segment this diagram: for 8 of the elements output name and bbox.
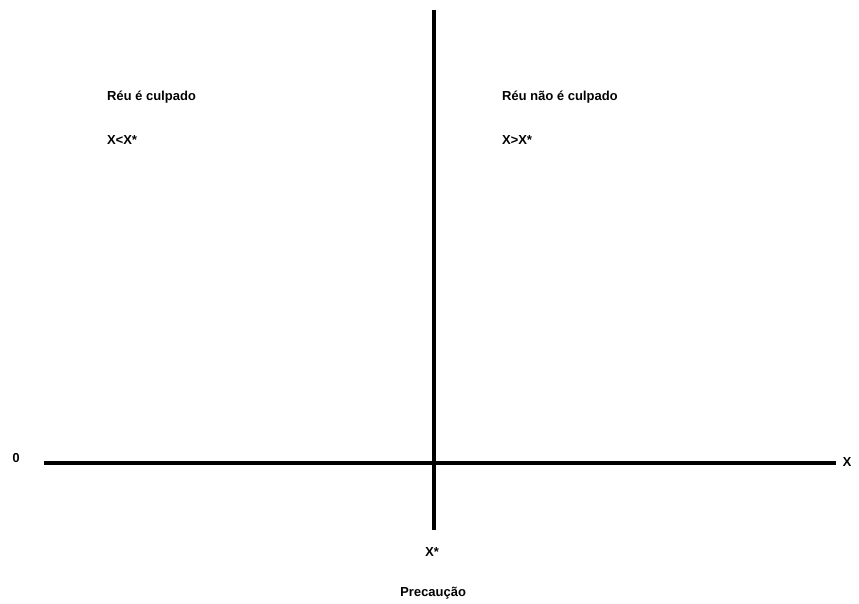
condition-label: X>X* bbox=[502, 132, 532, 148]
axis-origin-label: 0 bbox=[12, 450, 20, 466]
region-label: Réu é culpado bbox=[107, 88, 196, 104]
region-label: Réu não é culpado bbox=[502, 88, 618, 104]
axis-title: Precaução bbox=[400, 584, 466, 600]
condition-label: X<X* bbox=[107, 132, 137, 148]
threshold-label: X* bbox=[425, 544, 439, 560]
axis-label: X bbox=[842, 454, 852, 470]
